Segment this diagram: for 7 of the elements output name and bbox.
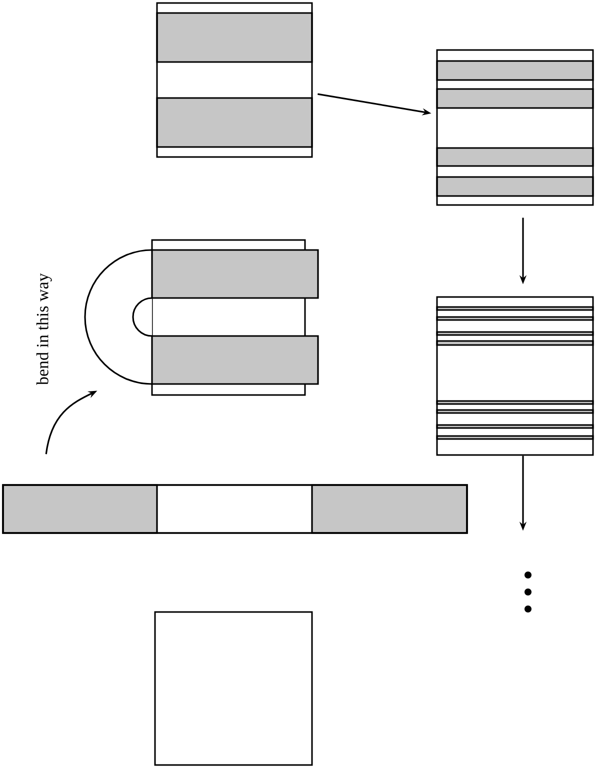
square-drawing bbox=[154, 611, 313, 766]
striped-square-drawing bbox=[436, 296, 594, 456]
striped-square-drawing bbox=[156, 2, 313, 158]
edge-label: bend in this way bbox=[36, 273, 52, 386]
folded-strip-drawing bbox=[84, 239, 319, 396]
strip-drawing bbox=[2, 484, 468, 534]
striped-square-drawing bbox=[436, 49, 594, 206]
